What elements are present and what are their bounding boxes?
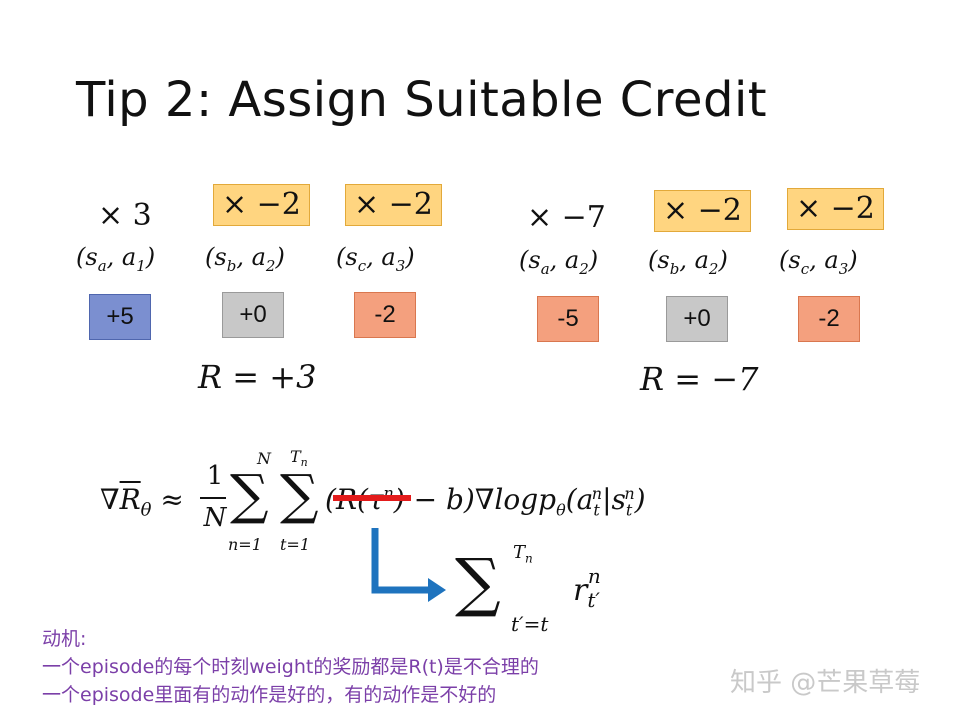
pair-right-2: (sb, a2) xyxy=(648,246,728,278)
slide-title: Tip 2: Assign Suitable Credit xyxy=(76,72,768,128)
reward-box-right-3: -2 xyxy=(798,296,860,342)
substitution-arrow xyxy=(371,528,428,594)
multiplier-right-3: × −2 xyxy=(787,188,884,230)
pair-left-2: (sb, a2) xyxy=(205,243,285,275)
multiplier-left-3: × −2 xyxy=(345,184,442,226)
multiplier-right-1: × −7 xyxy=(527,200,606,235)
notes-line-2: 一个episode里面有的动作是好的，有的动作是不好的 xyxy=(42,684,497,706)
reward-box-left-1: +5 xyxy=(89,294,151,340)
reward-box-left-2: +0 xyxy=(222,292,284,338)
multiplier-left-2: × −2 xyxy=(213,184,310,226)
reward-box-right-2: +0 xyxy=(666,296,728,342)
total-reward-right: R = −7 xyxy=(640,360,759,398)
reward-box-left-3: -2 xyxy=(354,292,416,338)
pair-right-1: (sa, a2) xyxy=(519,246,599,278)
pair-left-3: (sc, a3) xyxy=(336,243,415,275)
pair-right-3: (sc, a3) xyxy=(779,246,858,278)
notes-line-1: 一个episode的每个时刻weight的奖励都是R(t)是不合理的 xyxy=(42,656,539,678)
notes-heading: 动机: xyxy=(42,628,87,650)
total-reward-left: R = +3 xyxy=(198,358,317,396)
policy-gradient-formula: ∇Rθ ≈ 1 N N ∑ n=1 Tn ∑ t=1 (R(τn) − b)∇l… xyxy=(100,447,646,554)
multiplier-left-1: × 3 xyxy=(98,198,152,233)
arrow-head-icon xyxy=(428,578,446,602)
watermark-text: 知乎 @芒果草莓 xyxy=(730,668,921,698)
reward-to-go-sum: Tn ∑ t′=t rt′n xyxy=(455,542,601,636)
pair-left-1: (sa, a1) xyxy=(76,243,156,275)
multiplier-right-2: × −2 xyxy=(654,190,751,232)
reward-box-right-1: -5 xyxy=(537,296,599,342)
